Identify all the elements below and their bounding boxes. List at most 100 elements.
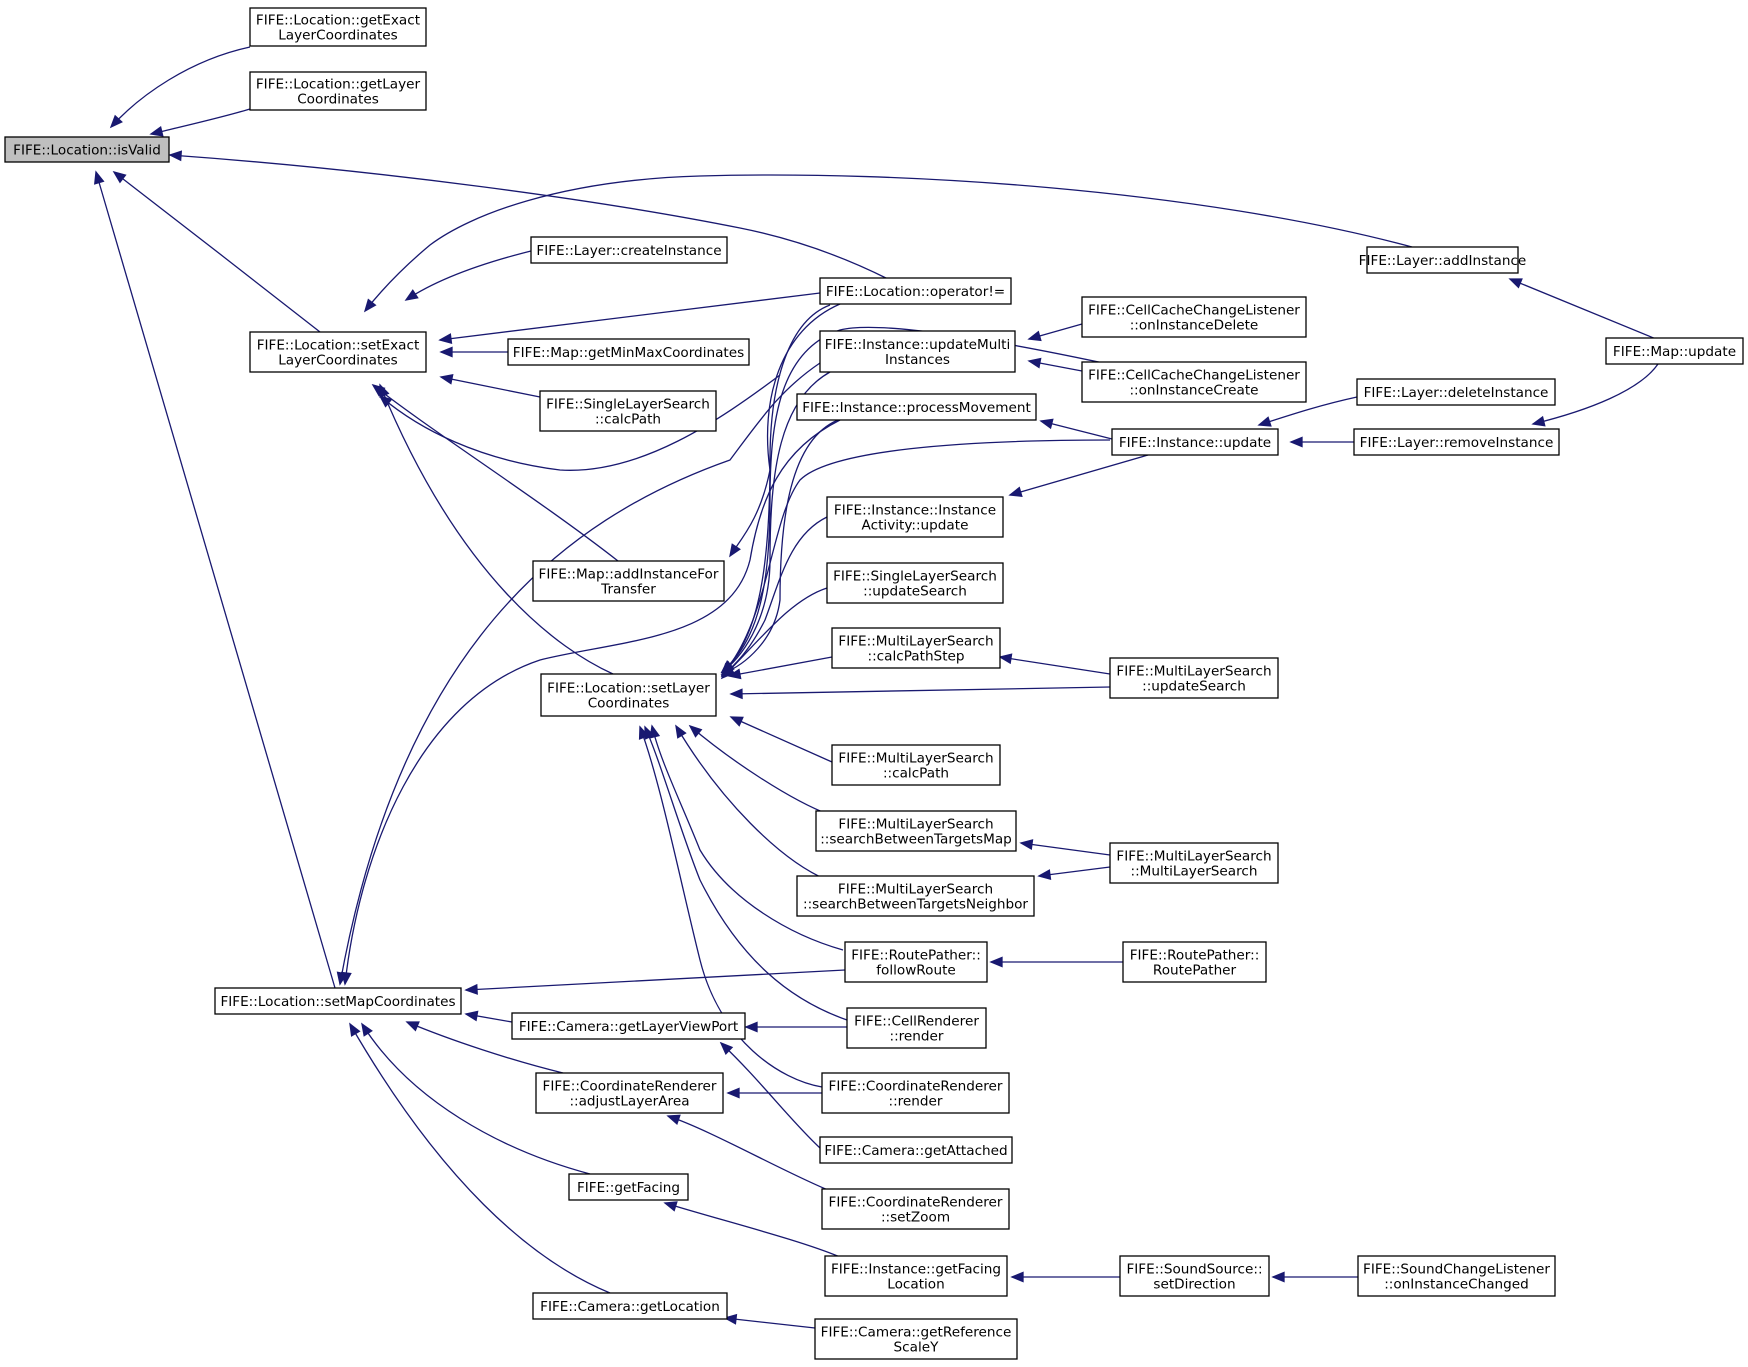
- node-camera-get-attached[interactable]: FIFE::Camera::getAttached: [819, 1136, 1013, 1164]
- node-box[interactable]: [532, 1292, 728, 1320]
- node-box[interactable]: [1081, 296, 1307, 338]
- arrowhead: [719, 1041, 734, 1056]
- node-label: FIFE::Instance::Instance: [834, 503, 996, 519]
- node-box[interactable]: [821, 1188, 1010, 1230]
- node-cell-render[interactable]: FIFE::CellRenderer::render: [846, 1007, 987, 1049]
- node-label: FIFE::MultiLayerSearch: [1116, 849, 1271, 865]
- node-is-valid[interactable]: FIFE::Location::isValid: [4, 136, 170, 163]
- node-box[interactable]: [535, 1072, 724, 1114]
- arrowhead: [1531, 415, 1546, 427]
- node-box[interactable]: [214, 987, 462, 1015]
- node-layer-remove-instance[interactable]: FIFE::Layer::removeInstance: [1353, 428, 1560, 456]
- node-box[interactable]: [831, 627, 1001, 669]
- node-box[interactable]: [846, 1007, 987, 1049]
- node-box[interactable]: [796, 393, 1037, 421]
- node-route-pather-ctor[interactable]: FIFE::RoutePather::RoutePather: [1122, 941, 1267, 983]
- node-on-instance-create[interactable]: FIFE::CellCacheChangeListener::onInstanc…: [1081, 361, 1307, 403]
- node-label: Activity::update: [862, 518, 969, 534]
- node-label: followRoute: [876, 963, 956, 979]
- node-box[interactable]: [1605, 337, 1744, 365]
- node-single-update-search[interactable]: FIFE::SingleLayerSearch::updateSearch: [826, 562, 1004, 604]
- node-box[interactable]: [1119, 1255, 1270, 1297]
- arrowhead: [663, 1201, 678, 1212]
- node-map-get-min-max[interactable]: FIFE::Map::getMinMaxCoordinates: [507, 338, 750, 366]
- node-instance-update[interactable]: FIFE::Instance::update: [1111, 428, 1279, 456]
- node-box[interactable]: [249, 7, 427, 47]
- node-box[interactable]: [821, 1072, 1010, 1114]
- node-box[interactable]: [831, 744, 1001, 786]
- node-label: FIFE::RoutePather::: [1130, 948, 1260, 964]
- node-box[interactable]: [1353, 428, 1560, 456]
- node-map-update[interactable]: FIFE::Map::update: [1605, 337, 1744, 365]
- node-box[interactable]: [540, 673, 717, 717]
- node-label: FIFE::Instance::processMovement: [802, 400, 1031, 416]
- node-multi-calc-path[interactable]: FIFE::MultiLayerSearch::calcPath: [831, 744, 1001, 786]
- node-search-targets-neighbor[interactable]: FIFE::MultiLayerSearch::searchBetweenTar…: [796, 875, 1035, 917]
- node-process-movement[interactable]: FIFE::Instance::processMovement: [796, 393, 1037, 421]
- node-box[interactable]: [1357, 1255, 1556, 1297]
- node-get-facing[interactable]: FIFE::getFacing: [568, 1173, 689, 1201]
- node-box[interactable]: [815, 810, 1017, 852]
- node-box[interactable]: [507, 338, 750, 366]
- node-camera-get-layer-view-port[interactable]: FIFE::Camera::getLayerViewPort: [511, 1012, 746, 1040]
- node-label: FIFE::SingleLayerSearch: [833, 569, 997, 585]
- node-operator-ne[interactable]: FIFE::Location::operator!=: [819, 277, 1012, 305]
- node-box[interactable]: [844, 941, 988, 983]
- node-box[interactable]: [532, 560, 725, 602]
- node-box[interactable]: [568, 1173, 689, 1201]
- node-box[interactable]: [4, 136, 170, 163]
- node-search-targets-map[interactable]: FIFE::MultiLayerSearch::searchBetweenTar…: [815, 810, 1017, 852]
- node-layer-delete-instance[interactable]: FIFE::Layer::deleteInstance: [1356, 378, 1556, 406]
- node-box[interactable]: [1356, 378, 1556, 406]
- node-box[interactable]: [249, 331, 427, 373]
- node-box[interactable]: [824, 1255, 1008, 1297]
- node-label: FIFE::Camera::getLayerViewPort: [519, 1019, 738, 1035]
- node-multi-update-search[interactable]: FIFE::MultiLayerSearch::updateSearch: [1109, 657, 1279, 699]
- edge-line: [349, 1023, 611, 1294]
- node-box[interactable]: [1081, 361, 1307, 403]
- node-box[interactable]: [819, 277, 1012, 305]
- node-set-direction[interactable]: FIFE::SoundSource::setDirection: [1119, 1255, 1270, 1297]
- node-box[interactable]: [530, 236, 728, 264]
- node-box[interactable]: [814, 1318, 1018, 1360]
- node-layer-create-instance[interactable]: FIFE::Layer::createInstance: [530, 236, 728, 264]
- node-box[interactable]: [249, 71, 427, 111]
- node-box[interactable]: [1122, 941, 1267, 983]
- arrowhead: [1008, 486, 1023, 498]
- node-layer-add-instance[interactable]: FIFE::Layer::addInstance: [1359, 246, 1527, 274]
- node-multi-layer-search-ctor[interactable]: FIFE::MultiLayerSearch::MultiLayerSearch: [1109, 842, 1279, 884]
- node-box[interactable]: [826, 562, 1004, 604]
- node-label: FIFE::RoutePather::: [851, 948, 981, 964]
- node-coord-set-zoom[interactable]: FIFE::CoordinateRenderer::setZoom: [821, 1188, 1010, 1230]
- node-adjust-layer-area[interactable]: FIFE::CoordinateRenderer::adjustLayerAre…: [535, 1072, 724, 1114]
- node-box[interactable]: [826, 496, 1004, 538]
- node-box[interactable]: [819, 1136, 1013, 1164]
- node-set-map-coordinates[interactable]: FIFE::Location::setMapCoordinates: [214, 987, 462, 1015]
- node-box[interactable]: [1109, 657, 1279, 699]
- arrowhead: [149, 125, 164, 137]
- node-box[interactable]: [1109, 842, 1279, 884]
- node-box[interactable]: [796, 875, 1035, 917]
- node-box[interactable]: [1366, 246, 1519, 274]
- node-single-calc-path[interactable]: FIFE::SingleLayerSearch::calcPath: [539, 390, 717, 432]
- node-camera-get-location[interactable]: FIFE::Camera::getLocation: [532, 1292, 728, 1320]
- call-edge-layer-create-instance-to-set-exact-layer-coordinates: [404, 250, 532, 301]
- node-box[interactable]: [539, 390, 717, 432]
- node-box[interactable]: [511, 1012, 746, 1040]
- node-multi-calc-path-step[interactable]: FIFE::MultiLayerSearch::calcPathStep: [831, 627, 1001, 669]
- node-coord-render[interactable]: FIFE::CoordinateRenderer::render: [821, 1072, 1010, 1114]
- node-on-instance-changed[interactable]: FIFE::SoundChangeListener::onInstanceCha…: [1357, 1255, 1556, 1297]
- node-on-instance-delete[interactable]: FIFE::CellCacheChangeListener::onInstanc…: [1081, 296, 1307, 338]
- node-box[interactable]: [819, 330, 1016, 373]
- node-follow-route[interactable]: FIFE::RoutePather::followRoute: [844, 941, 988, 983]
- node-box[interactable]: [1111, 428, 1279, 456]
